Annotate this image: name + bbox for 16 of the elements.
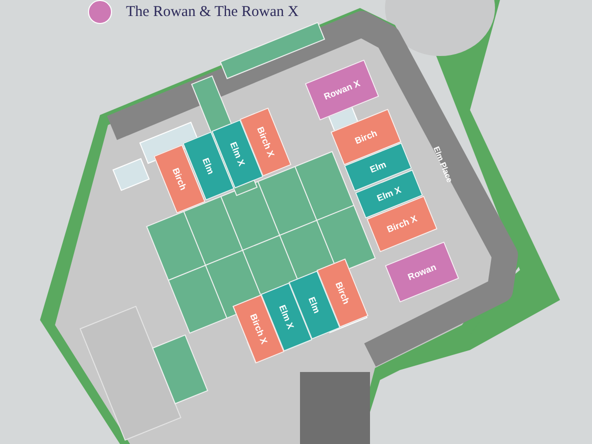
plot-label: Birch [353, 128, 379, 146]
plot-label: Birch X [247, 312, 269, 346]
plot-label: Rowan [406, 262, 438, 282]
plot-label: Rowan X [322, 78, 362, 102]
plot-label: Elm [200, 156, 216, 176]
plot-label: Elm X [376, 184, 402, 204]
plot-label: Elm [368, 159, 388, 175]
plot-label: Elm X [276, 304, 296, 330]
legend-text: The Rowan & The Rowan X [126, 4, 299, 20]
plot-label: Elm [306, 295, 322, 315]
plot-label: Birch X [254, 126, 276, 158]
plot-label: Birch [170, 166, 188, 192]
plot-label: Birch [333, 280, 351, 306]
street-name: Elm Place [432, 145, 454, 184]
plot-label: Elm X [228, 140, 246, 168]
plot-label: Birch X [386, 213, 418, 235]
